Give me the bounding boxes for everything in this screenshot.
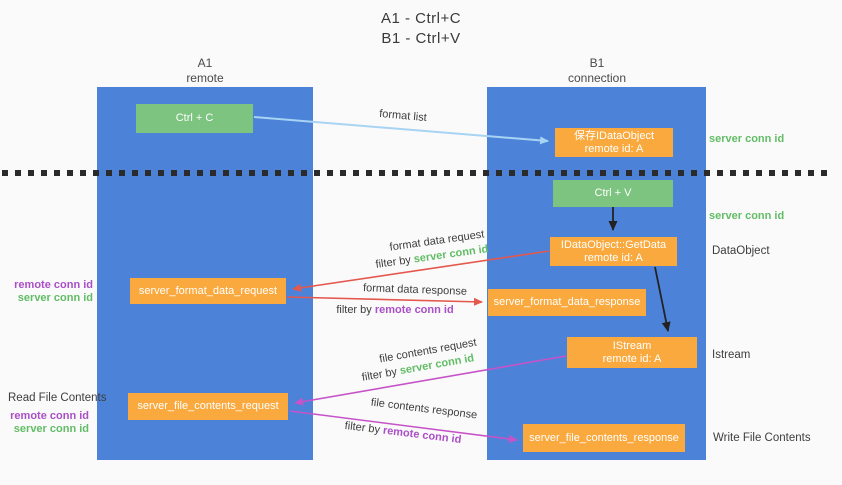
istream-line1: IStream [612,339,652,352]
istream-side-label: Istream [712,349,751,361]
left-conn-ids-upper: remote conn id server conn id [0,279,93,305]
server-file-contents-response-label: server_file_contents_response [529,431,679,444]
filter-prefix: filter by [336,304,375,316]
left-column-id: A1 [197,56,213,70]
save-idataobject-line2: remote id: A [584,142,644,155]
title-line-2: B1 - Ctrl+V [381,30,461,47]
file-contents-response-label: file contents response [370,396,478,422]
filter-id: remote conn id [374,304,454,316]
ctrl-v-node: Ctrl + V [553,180,673,207]
filter-id: remote conn id [382,424,462,447]
ctrl-c-label: Ctrl + C [175,112,214,124]
server-conn-id-label-top: server conn id [709,133,785,145]
server-file-contents-request-node: server_file_contents_request [128,393,288,420]
right-column-role: connection [567,71,627,85]
filter-by-remote-conn-id-label-1: filter by remote conn id [310,304,480,316]
remote-conn-id-label-lower: remote conn id [10,410,89,422]
server-format-data-response-label: server_format_data_response [493,296,641,308]
right-column-header: B1 connection [497,56,697,86]
server-conn-id-label-mid: server conn id [709,210,785,222]
format-data-response-arrow [286,296,483,306]
ctrl-c-node: Ctrl + C [136,104,253,133]
left-conn-ids-lower: remote conn id server conn id [0,410,89,436]
right-column-id: B1 [589,56,605,70]
server-conn-id-label-upper: server conn id [17,292,93,304]
filter-prefix: filter by [344,419,384,437]
diagram-title: A1 - Ctrl+C B1 - Ctrl+V [0,9,842,49]
format-data-response-label: format data response [362,282,468,298]
server-format-data-request-label: server_format_data_request [138,284,278,297]
istream-line2: remote id: A [602,352,662,365]
dataobject-label: DataObject [712,245,770,257]
filter-by-remote-conn-id-label-2: filter by remote conn id [318,417,488,450]
getdata-line2: remote id: A [584,251,643,264]
save-idataobject-line1: 保存IDataObject [573,129,655,142]
dotted-separator-line [2,170,828,176]
server-file-contents-request-label: server_file_contents_request [137,400,279,412]
format-list-label: format list [378,107,428,125]
istream-node: IStream remote id: A [567,337,697,368]
server-format-data-response-node: server_format_data_response [488,289,646,316]
write-file-contents-label: Write File Contents [713,432,811,444]
getdata-line1: IDataObject::GetData [560,238,667,251]
server-conn-id-label-lower: server conn id [13,423,89,435]
filter-prefix: filter by [374,253,415,271]
left-column-role: remote [186,71,224,85]
server-format-data-request-node: server_format_data_request [130,278,286,304]
remote-conn-id-label-upper: remote conn id [14,279,93,291]
server-file-contents-response-node: server_file_contents_response [523,424,685,452]
save-idataobject-node: 保存IDataObject remote id: A [555,128,673,157]
ctrl-v-label: Ctrl + V [594,187,632,199]
getdata-node: IDataObject::GetData remote id: A [550,237,677,266]
read-file-contents-label: Read File Contents [8,392,107,404]
title-line-1: A1 - Ctrl+C [380,10,462,27]
filter-prefix: filter by [360,365,401,384]
left-column-header: A1 remote [105,56,305,86]
